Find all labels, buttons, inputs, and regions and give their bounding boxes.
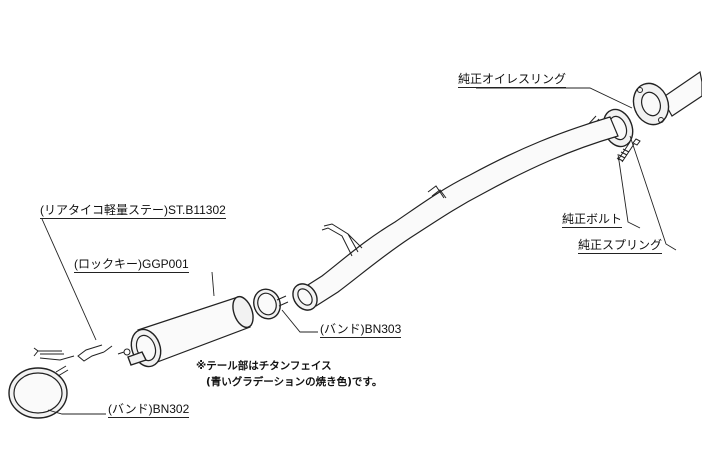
label-genuine-spring: 純正スプリング <box>578 238 663 254</box>
oiles-ring-part <box>632 82 670 126</box>
label-lock-key: (ロックキー)GGP001 <box>74 257 189 273</box>
band-bn302-part <box>8 365 69 419</box>
label-genuine-bolt: 純正ボルト <box>562 212 623 228</box>
titanium-note-line1: ※テール部はチタンフェイス <box>196 360 332 372</box>
band-bn303-part <box>253 288 289 320</box>
leader-lines <box>41 87 677 415</box>
front-flange-assembly <box>580 70 702 163</box>
label-oiles-ring: 純正オイレスリング <box>458 72 567 88</box>
label-band-bn303: (バンド)BN303 <box>320 322 402 338</box>
titanium-note-line2: (青いグラデーションの焼き色)です。 <box>206 376 383 388</box>
center-pipe <box>292 116 619 311</box>
label-band-bn302: (バンド)BN302 <box>108 402 190 418</box>
spring-part <box>616 138 641 163</box>
muffler-part <box>117 295 254 368</box>
rear-stay-part <box>33 344 113 362</box>
label-rear-stay: (リアタイコ軽量ステー)ST.B11302 <box>40 203 226 219</box>
